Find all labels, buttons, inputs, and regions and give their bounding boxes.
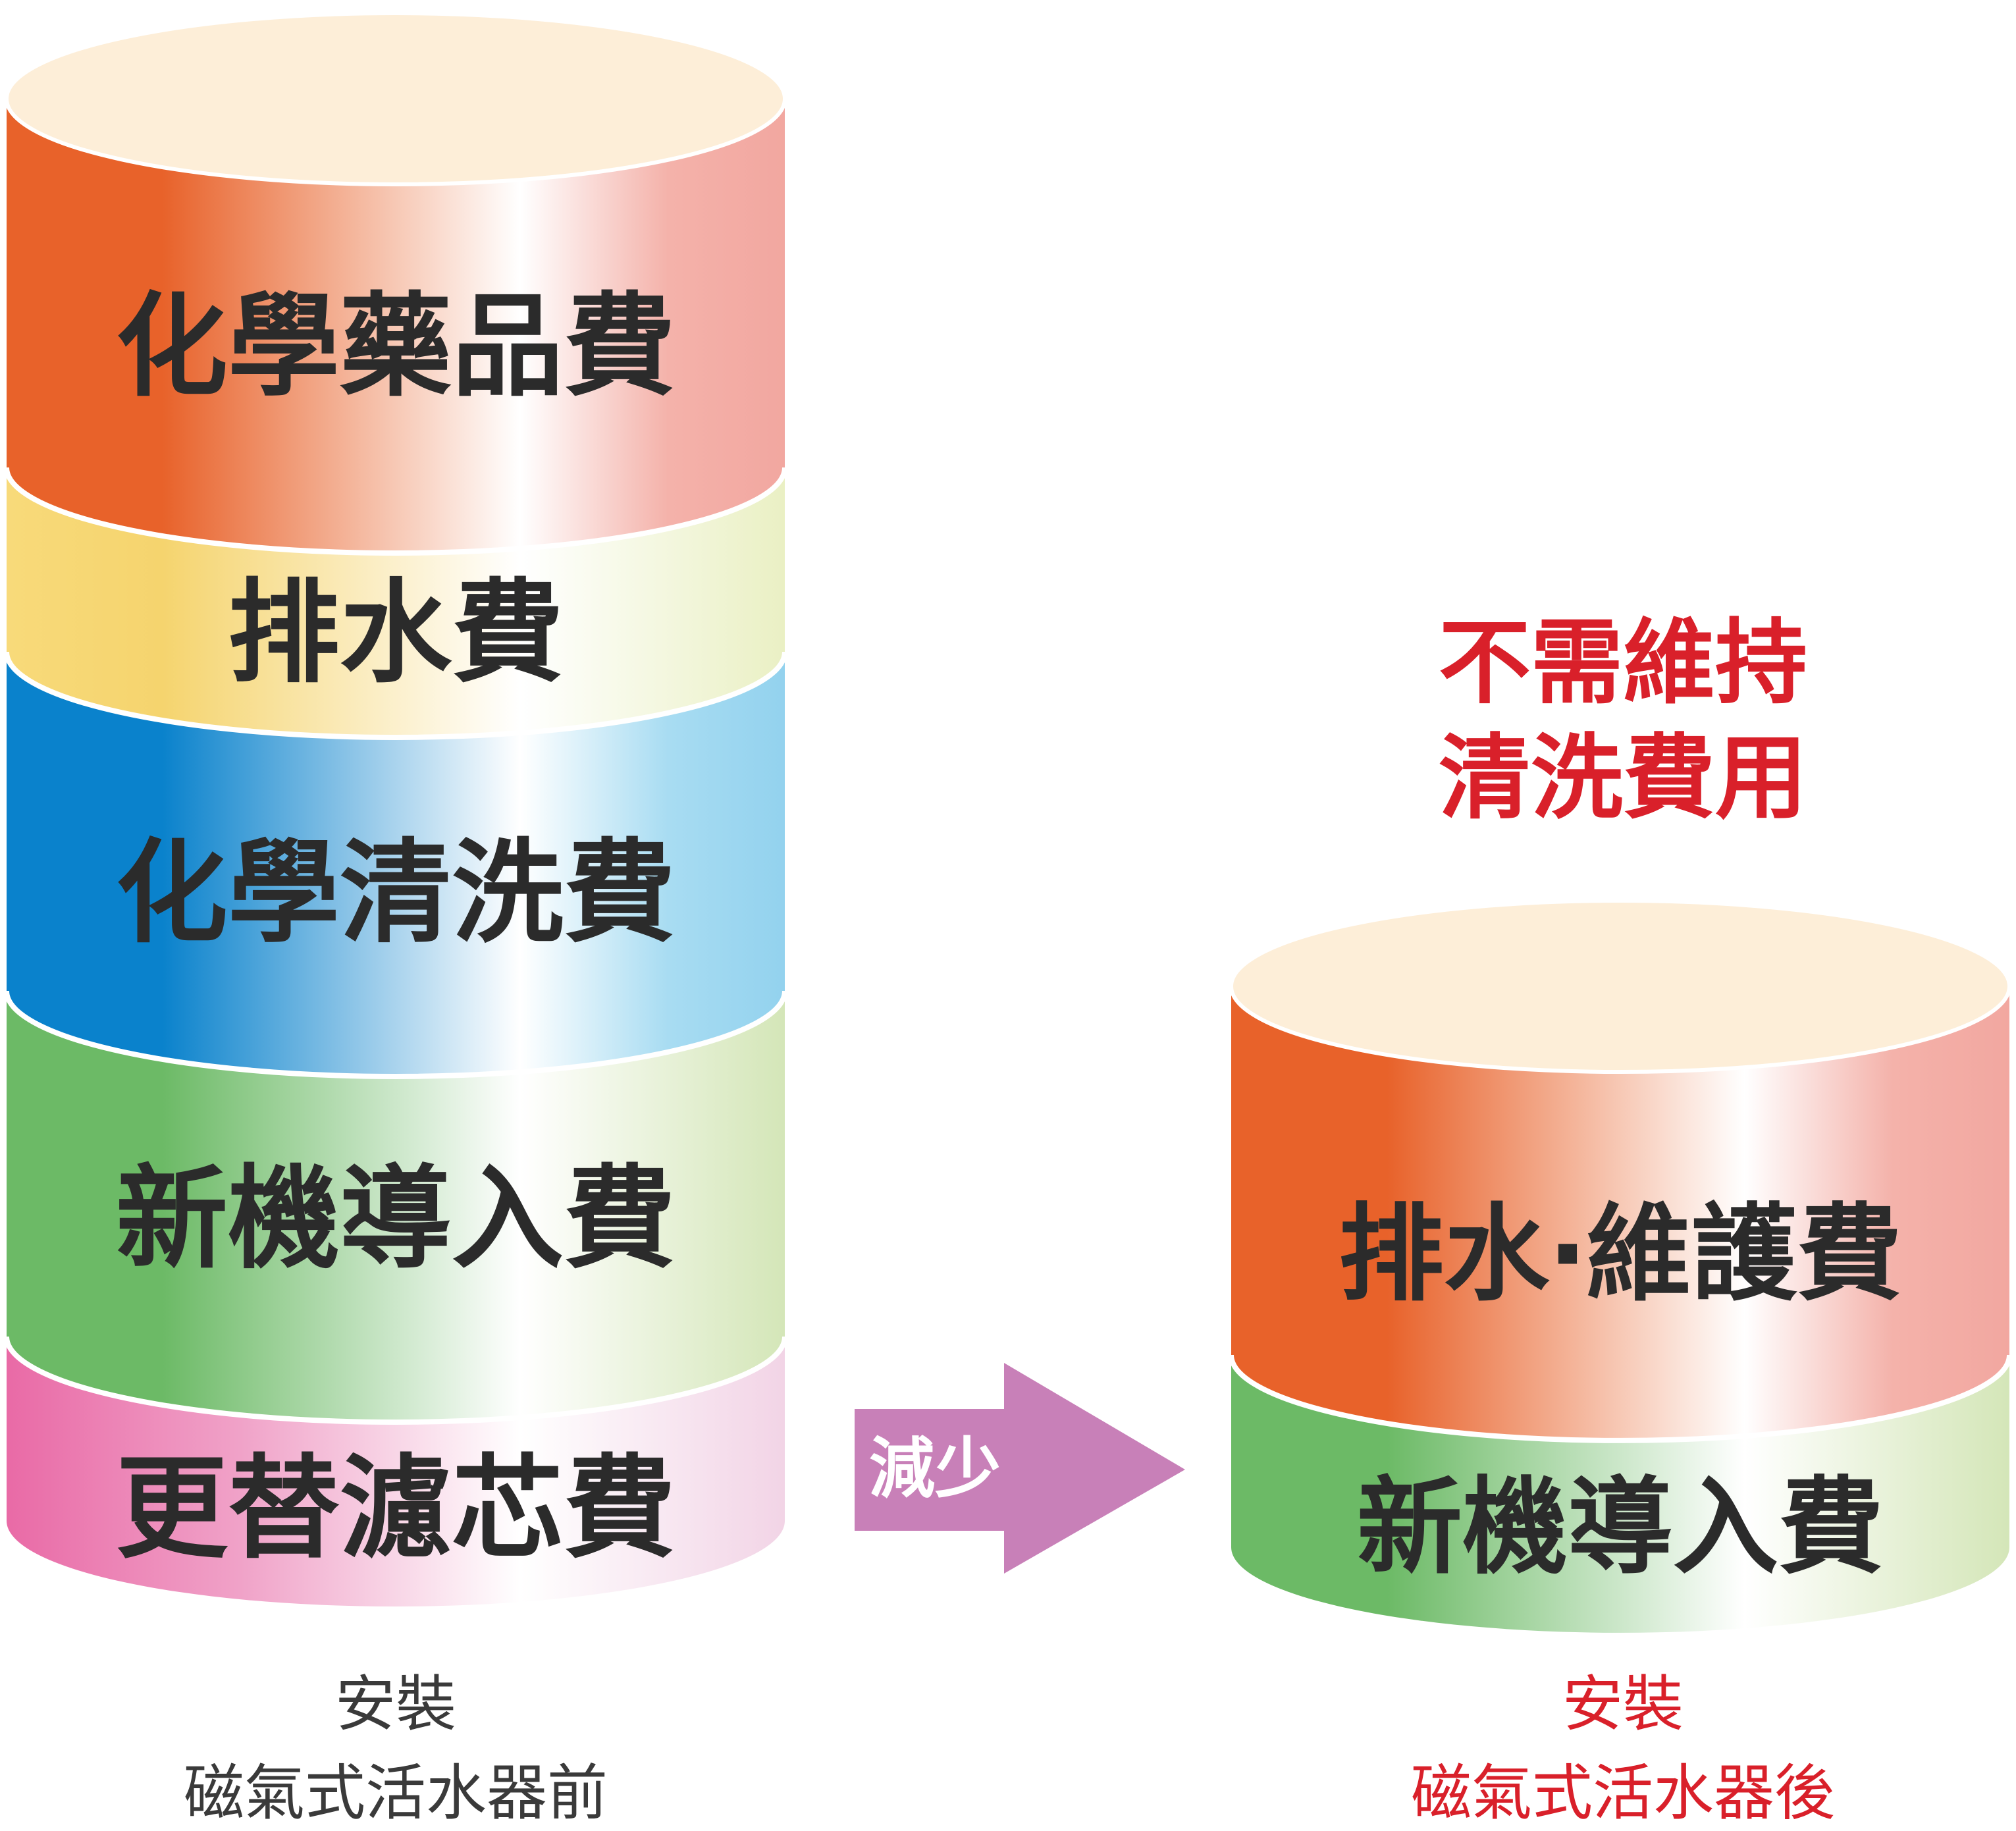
right-cylinder-top bbox=[1229, 899, 2011, 1074]
right-label-drain-maintenance: 排水‧維護費 bbox=[1339, 1192, 1902, 1315]
right-caption-line1: 安裝 bbox=[1562, 1669, 1684, 1739]
right-cylinder-stack: 排水‧維護費 新機導入費 安裝 磁氣式活水器後 bbox=[1229, 899, 2012, 1828]
left-segment-green bbox=[4, 991, 787, 1425]
left-caption-line2: 磁氣式活水器前 bbox=[184, 1758, 608, 1828]
left-label-chemicals: 化學藥品費 bbox=[116, 282, 676, 412]
right-caption-line2: 磁氣式活水器後 bbox=[1411, 1758, 1835, 1828]
left-label-filter-replacement: 更替濾芯費 bbox=[116, 1444, 676, 1574]
reduce-arrow: 減少 bbox=[855, 1363, 1185, 1574]
left-cylinder-top bbox=[5, 11, 787, 186]
left-segment-blue bbox=[4, 652, 787, 1079]
note-line2: 清洗費用 bbox=[1439, 725, 1807, 832]
left-cylinder-stack: 化學藥品費 排水費 化學清洗費 新機導入費 更替濾芯費 安裝 磁氣式活水器前 bbox=[4, 11, 787, 1828]
left-label-chemical-cleaning: 化學清洗費 bbox=[116, 828, 676, 959]
arrow-label: 減少 bbox=[869, 1430, 1001, 1507]
no-maintenance-note: 不需維持 清洗費用 bbox=[1439, 610, 1807, 832]
right-label-new-machine: 新機導入費 bbox=[1357, 1466, 1884, 1589]
right-segment-orange bbox=[1229, 986, 2012, 1443]
left-segment-orange bbox=[4, 99, 787, 556]
left-label-new-machine: 新機導入費 bbox=[116, 1154, 676, 1285]
note-line1: 不需維持 bbox=[1439, 610, 1807, 717]
left-label-drainage: 排水費 bbox=[228, 568, 564, 699]
arrow-shape bbox=[855, 1363, 1185, 1574]
left-caption-line1: 安裝 bbox=[335, 1669, 456, 1739]
